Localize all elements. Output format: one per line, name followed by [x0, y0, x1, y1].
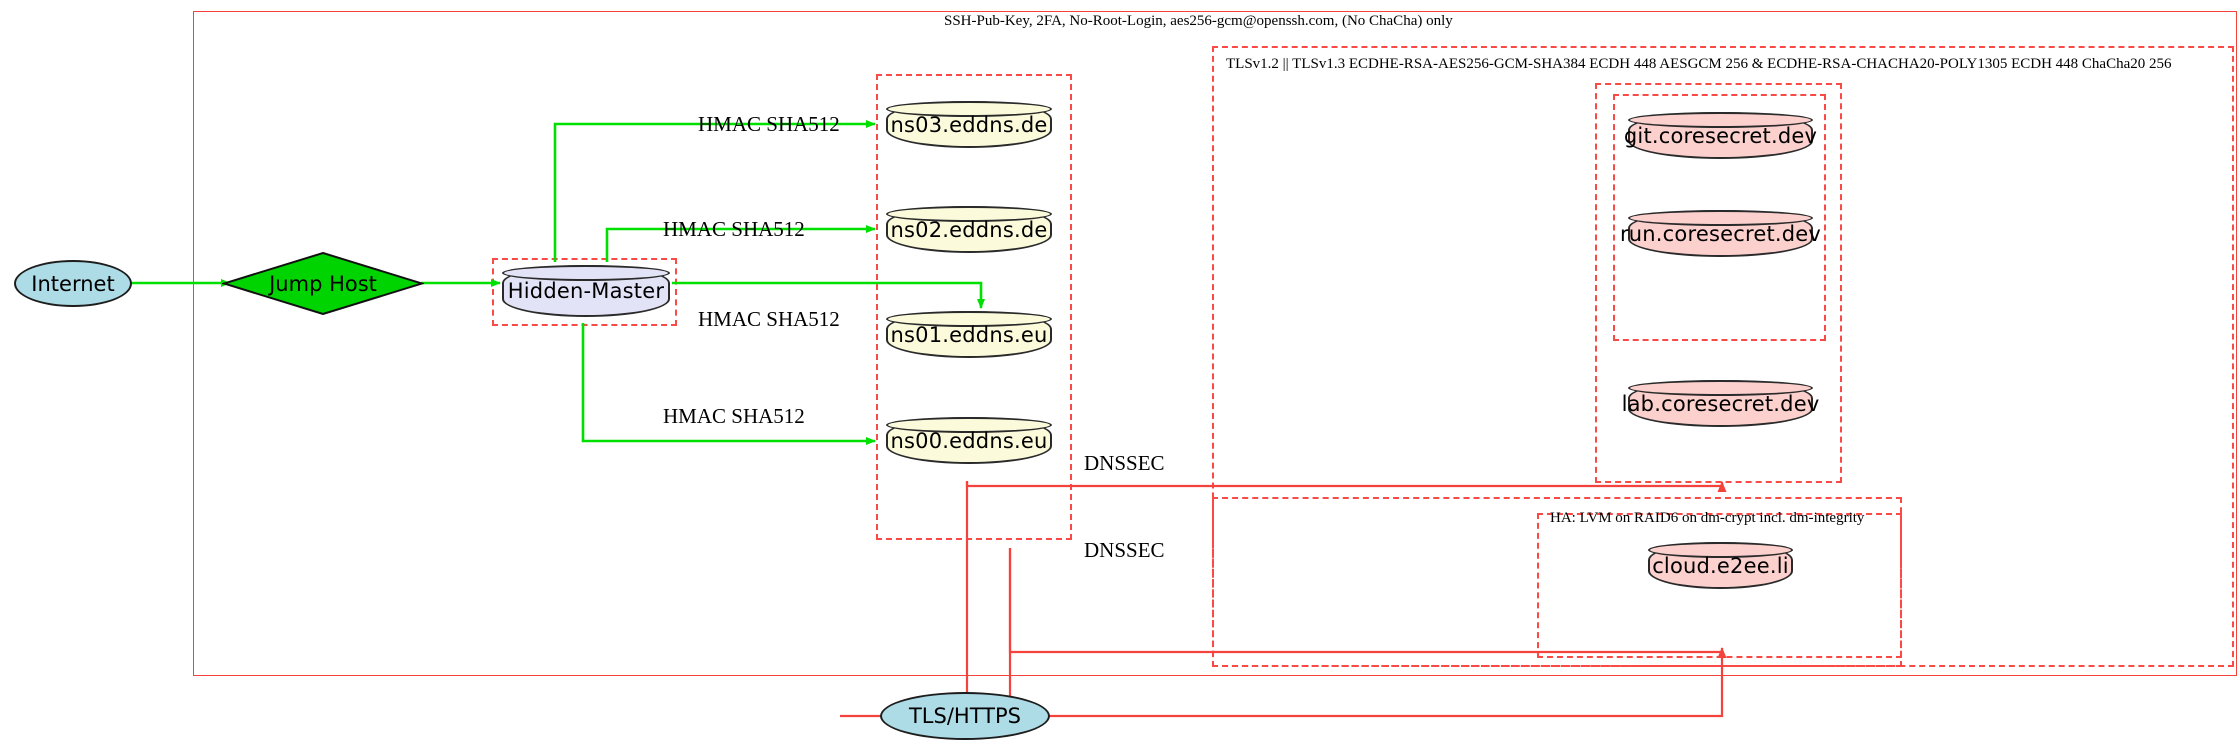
cylinder-cap — [1628, 210, 1813, 226]
node-internet[interactable]: Internet — [14, 260, 132, 307]
node-lab-label: lab.coresecret.dev — [1621, 391, 1820, 416]
node-lab-coresecret[interactable]: lab.coresecret.dev — [1622, 380, 1819, 427]
cylinder-cap — [886, 206, 1052, 222]
cluster-hidden-master — [492, 258, 677, 326]
node-tls-https[interactable]: TLS/HTTPS — [880, 692, 1050, 740]
cylinder-cap — [886, 101, 1052, 117]
node-git-coresecret[interactable]: git.coresecret.dev — [1624, 112, 1817, 159]
node-ns02-label: ns02.eddns.de — [890, 217, 1048, 242]
node-hidden-master-label: Hidden-Master — [507, 279, 665, 303]
node-run-coresecret[interactable]: run.coresecret.dev — [1620, 210, 1821, 257]
edge-label-hmac-ns01: HMAC SHA512 — [698, 307, 840, 331]
node-ns02[interactable]: ns02.eddns.de — [886, 206, 1052, 253]
edge-label-hmac-ns03: HMAC SHA512 — [698, 112, 840, 136]
node-tls-https-label: TLS/HTTPS — [908, 704, 1021, 728]
label-ssh-policy: SSH-Pub-Key, 2FA, No-Root-Login, aes256-… — [944, 13, 1453, 29]
cluster-ssh-outer — [193, 11, 2237, 676]
edge-label-dnssec-upper: DNSSEC — [1084, 451, 1165, 475]
node-hidden-master[interactable]: Hidden-Master — [502, 265, 670, 317]
node-ns00-label: ns00.eddns.eu — [890, 428, 1048, 453]
node-ns03-label: ns03.eddns.de — [890, 112, 1048, 137]
node-jump-host[interactable]: Jump Host — [220, 251, 426, 316]
cylinder-cap — [1628, 112, 1813, 128]
edge-label-hmac-ns02: HMAC SHA512 — [663, 217, 805, 241]
label-ha-policy: HA: LVM on RAID6 on dm-crypt incl. dm-in… — [1550, 510, 1865, 526]
node-ns01-label: ns01.eddns.eu — [890, 322, 1048, 347]
cylinder-cap — [1648, 542, 1793, 558]
cluster-coresecret-inner — [1613, 94, 1826, 341]
node-ns01[interactable]: ns01.eddns.eu — [886, 311, 1052, 358]
label-tls-policy: TLSv1.2 || TLSv1.3 ECDHE-RSA-AES256-GCM-… — [1226, 56, 2172, 72]
cylinder-cap — [886, 417, 1052, 433]
node-jump-host-label: Jump Host — [269, 271, 377, 296]
node-cloud-e2ee[interactable]: cloud.e2ee.li — [1648, 542, 1793, 589]
jump-host-shape — [220, 251, 426, 316]
node-internet-label: Internet — [31, 271, 115, 296]
node-run-label: run.coresecret.dev — [1619, 221, 1822, 246]
edge-label-dnssec-lower: DNSSEC — [1084, 538, 1165, 562]
edge-label-hmac-ns00: HMAC SHA512 — [663, 404, 805, 428]
node-ns03[interactable]: ns03.eddns.de — [886, 101, 1052, 148]
node-cloud-label: cloud.e2ee.li — [1652, 553, 1789, 578]
cylinder-cap — [1628, 380, 1813, 396]
cylinder-cap — [886, 311, 1052, 327]
node-ns00[interactable]: ns00.eddns.eu — [886, 417, 1052, 464]
node-git-label: git.coresecret.dev — [1623, 123, 1818, 148]
cluster-dns-servers — [876, 74, 1072, 540]
cylinder-cap — [502, 265, 670, 281]
